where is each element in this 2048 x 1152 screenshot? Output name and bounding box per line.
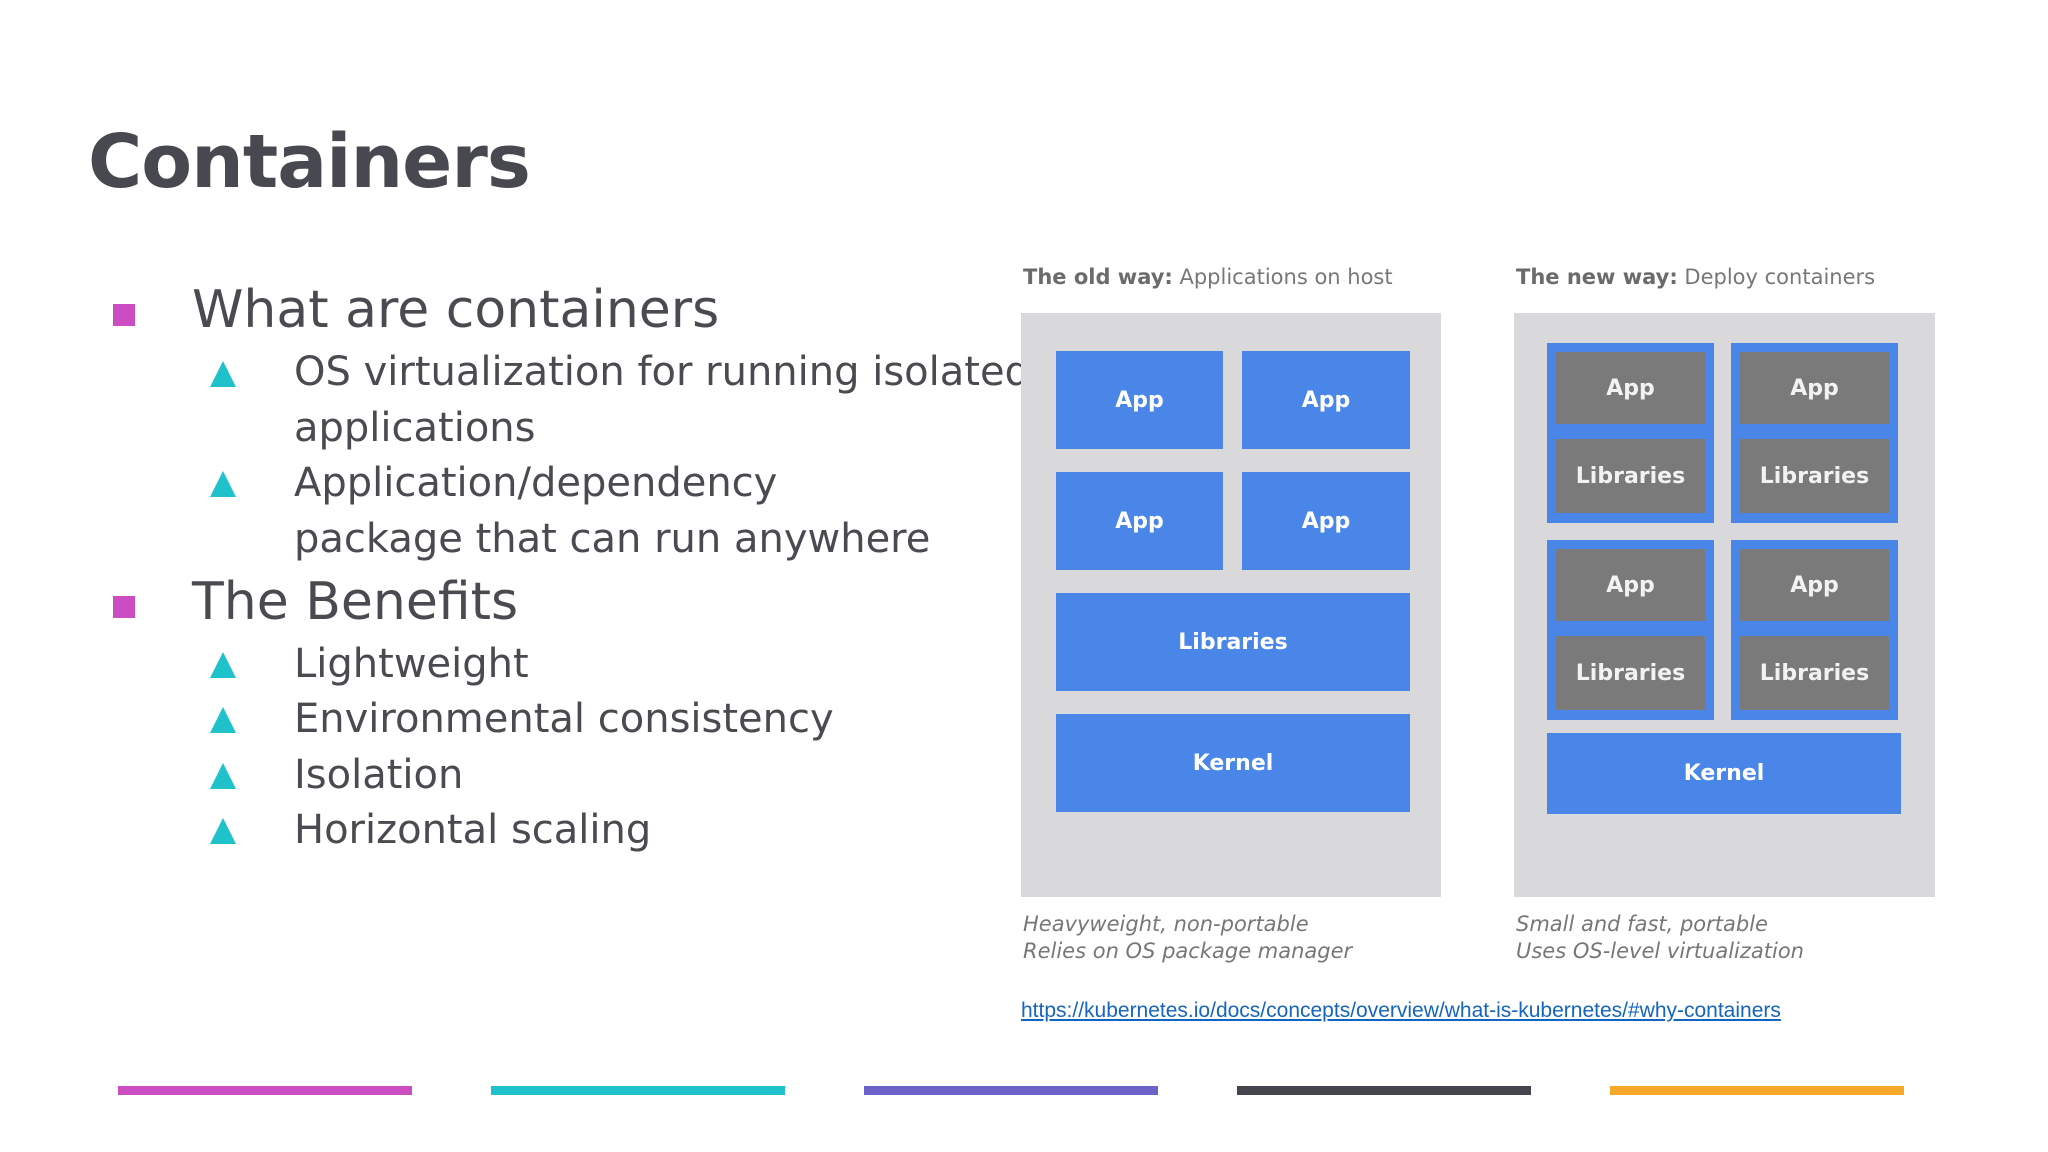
old-way-note-line2: Relies on OS package manager — [1023, 939, 1353, 963]
old-app-box: App — [1056, 351, 1223, 449]
new-way-note-line1: Small and fast, portable — [1516, 912, 1768, 936]
triangle-bullet-icon — [210, 818, 236, 844]
old-way-caption-label: The old way: — [1023, 265, 1173, 289]
footer-bar-magenta — [118, 1086, 412, 1095]
kubernetes-docs-link[interactable]: https://kubernetes.io/docs/concepts/over… — [1021, 999, 1781, 1022]
triangle-bullet-icon — [210, 361, 236, 387]
sub-bullet-os-virtualization: OS virtualization for running isolated a… — [294, 349, 1030, 451]
new-way-note-line2: Uses OS-level virtualization — [1516, 939, 1804, 963]
footer-bar-charcoal — [1237, 1086, 1531, 1095]
old-app-box: App — [1056, 472, 1223, 570]
new-way-caption-text: Deploy containers — [1677, 265, 1876, 289]
bullet-the-benefits: The Benefits — [192, 572, 519, 632]
new-way-note: Small and fast, portable Uses OS-level v… — [1516, 911, 1804, 965]
old-way-note: Heavyweight, non-portable Relies on OS p… — [1023, 911, 1352, 965]
container-app-box: App — [1556, 549, 1705, 621]
old-kernel-box: Kernel — [1056, 714, 1410, 812]
footer-bar-orange — [1610, 1086, 1904, 1095]
square-bullet-icon — [113, 596, 135, 618]
container-libraries-box: Libraries — [1740, 439, 1889, 513]
triangle-bullet-icon — [210, 707, 236, 733]
sub-bullet-isolation: Isolation — [294, 752, 464, 798]
container-libraries-box: Libraries — [1556, 636, 1705, 710]
footer-bar-teal — [491, 1086, 785, 1095]
old-app-box: App — [1242, 351, 1410, 449]
sub-bullet-app-dependency: Application/dependency package that can … — [294, 460, 931, 562]
sub-bullet-environmental-consistency: Environmental consistency — [294, 696, 834, 742]
new-way-caption-label: The new way: — [1516, 265, 1678, 289]
new-kernel-box: Kernel — [1547, 733, 1901, 814]
old-libraries-box: Libraries — [1056, 593, 1410, 691]
container-app-box: App — [1740, 549, 1889, 621]
old-way-note-line1: Heavyweight, non-portable — [1023, 912, 1309, 936]
sub-bullet-lightweight: Lightweight — [294, 641, 529, 687]
footer-bar-purple — [864, 1086, 1158, 1095]
container-libraries-box: Libraries — [1556, 439, 1705, 513]
triangle-bullet-icon — [210, 652, 236, 678]
old-app-box: App — [1242, 472, 1410, 570]
triangle-bullet-icon — [210, 471, 236, 497]
sub-bullet-horizontal-scaling: Horizontal scaling — [294, 807, 652, 853]
container-app-box: App — [1740, 352, 1889, 424]
old-way-caption: The old way: Applications on host — [1023, 265, 1393, 289]
container-app-box: App — [1556, 352, 1705, 424]
bullet-what-are-containers: What are containers — [192, 280, 720, 340]
container-libraries-box: Libraries — [1740, 636, 1889, 710]
new-way-caption: The new way: Deploy containers — [1516, 265, 1875, 289]
slide-title: Containers — [88, 119, 531, 205]
triangle-bullet-icon — [210, 763, 236, 789]
square-bullet-icon — [113, 304, 135, 326]
old-way-caption-text: Applications on host — [1172, 265, 1393, 289]
